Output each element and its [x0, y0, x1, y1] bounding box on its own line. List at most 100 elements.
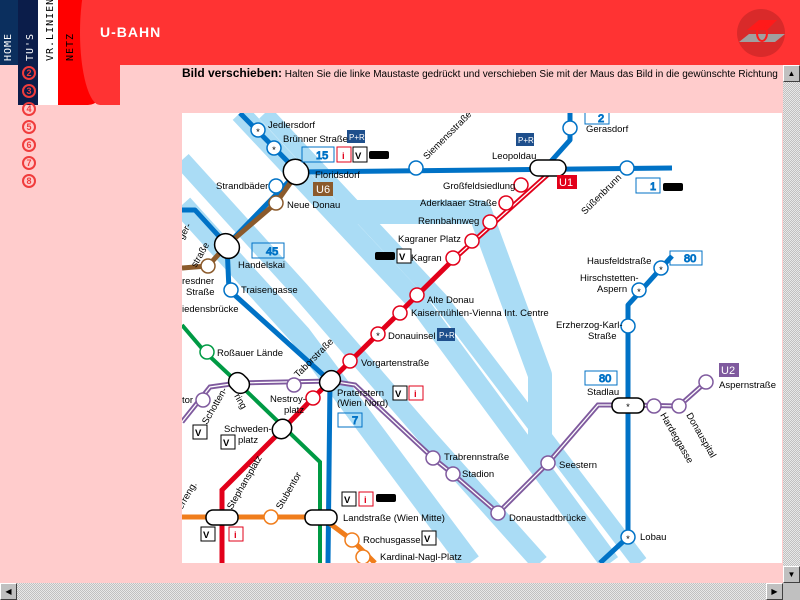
station-label[interactable]: Jedlersdorf: [268, 120, 315, 131]
station-label[interactable]: Neue Donau: [287, 200, 340, 211]
station-label[interactable]: Stadlau: [587, 387, 619, 398]
header-band: [80, 0, 120, 105]
scroll-left-button[interactable]: ◀: [0, 583, 17, 600]
vertical-scrollbar[interactable]: ▲ ▼: [783, 65, 800, 583]
station-label[interactable]: ring: [231, 392, 248, 411]
river-band: [259, 113, 647, 563]
station-label[interactable]: Leopoldau: [492, 151, 536, 162]
station-label[interactable]: Handelskai: [238, 260, 285, 271]
park-ride-icon: P+R: [518, 136, 534, 145]
station-label[interactable]: Hausfeldstraße: [587, 256, 651, 267]
s80-badge: 80: [684, 253, 696, 265]
station-label[interactable]: Vorgartenstraße: [361, 358, 429, 369]
station-label[interactable]: Seestern: [559, 460, 597, 471]
wiener-linien-logo[interactable]: [733, 8, 789, 58]
station-label[interactable]: Brünner Straße: [283, 134, 348, 145]
station-label[interactable]: Stadion: [462, 469, 494, 480]
tab-tus[interactable]: TU'S: [25, 32, 36, 61]
station-label[interactable]: Kardinal-Nagl-Platz: [380, 552, 462, 563]
station-label[interactable]: Donaustadtbrücke: [509, 513, 586, 524]
station-label[interactable]: Donauinsel: [388, 331, 436, 342]
s1-badge: 1: [650, 181, 656, 193]
station-label[interactable]: Roßauer Lände: [217, 348, 283, 359]
horizontal-scrollbar[interactable]: ◀ ▶: [0, 583, 783, 600]
station-label[interactable]: Rennbahnweg: [418, 216, 479, 227]
station-label[interactable]: Kaisermühlen-Vienna Int. Centre: [411, 308, 549, 319]
station-label[interactable]: (Wien Nord): [337, 398, 388, 409]
station-label[interactable]: Gerasdorf: [586, 124, 629, 135]
station-label[interactable]: Alte Donau: [427, 295, 474, 306]
station-label[interactable]: resdner: [182, 276, 214, 287]
station-label[interactable]: Praterstern: [337, 388, 384, 399]
station-label[interactable]: Rochusgasse: [363, 535, 421, 546]
page-title: U-BAHN: [100, 24, 162, 40]
stations: [195, 120, 714, 563]
scroll-up-button[interactable]: ▲: [783, 65, 800, 82]
ticket-v-icon: V: [344, 495, 351, 506]
info-icon: i: [414, 389, 417, 400]
station-label[interactable]: platz: [284, 405, 304, 416]
station-label[interactable]: Großfeldsiedlung: [443, 181, 515, 192]
station-label[interactable]: erreng.: [182, 480, 200, 512]
s80-badge: 80: [599, 373, 611, 385]
sidebar-item-2[interactable]: 2: [22, 66, 36, 80]
info-icon: i: [364, 495, 367, 506]
alte-donau: [330, 200, 552, 460]
station-label[interactable]: Siemensstraße: [421, 113, 474, 162]
station-label[interactable]: Hirschstetten-: [580, 273, 639, 284]
station-label[interactable]: Stubentor: [274, 470, 304, 511]
station-label[interactable]: Trabrennstraße: [444, 452, 509, 463]
station-label[interactable]: Kagraner Platz: [398, 234, 461, 245]
instructions-text: Halten Sie die linke Maustaste gedrückt …: [282, 69, 778, 80]
station-label[interactable]: Aderklaaer Straße: [420, 198, 497, 209]
svg-text:*: *: [256, 127, 260, 138]
info-icon: i: [342, 151, 345, 162]
sidebar-item-8[interactable]: 8: [22, 174, 36, 188]
station-label[interactable]: Süßenbrunn: [579, 172, 624, 217]
star-markers: *******: [256, 127, 663, 545]
station-label[interactable]: Lobau: [640, 532, 666, 543]
sbahn-badges: 15 45 1 2 80 80 7: [251, 113, 703, 428]
tab-vr-linien[interactable]: VR.LINIEN: [45, 0, 56, 61]
sidebar-item-7[interactable]: 7: [22, 156, 36, 170]
ticket-v-icon: V: [355, 151, 362, 162]
instructions-heading: Bild verschieben:: [182, 66, 283, 80]
ticket-v-icon: V: [195, 428, 202, 439]
station-label[interactable]: Kagran: [411, 253, 442, 264]
station-label[interactable]: Schweden-: [224, 424, 272, 435]
s2-badge: 2: [598, 113, 604, 125]
station-label[interactable]: tor: [182, 395, 193, 406]
station-label[interactable]: Strandbäder: [216, 181, 268, 192]
bus-icon: [369, 151, 389, 159]
scrollbar-corner: [783, 583, 800, 600]
tab-home[interactable]: HOME: [3, 32, 14, 61]
map-canvas[interactable]: ******* U6 U1 U2 15 45 1 2 80 80 7 P+R P…: [182, 113, 782, 563]
sidebar-item-4[interactable]: 4: [22, 102, 36, 116]
subway-map[interactable]: ******* U6 U1 U2 15 45 1 2 80 80 7 P+R P…: [182, 113, 782, 563]
s15-badge: 15: [316, 150, 328, 162]
s7-badge: 7: [352, 415, 358, 427]
svg-text:*: *: [376, 331, 380, 342]
station-label[interactable]: Aspernstraße: [719, 380, 776, 391]
station-label[interactable]: Aspern: [597, 284, 627, 295]
station-label[interactable]: Straße: [186, 287, 215, 298]
sidebar-item-3[interactable]: 3: [22, 84, 36, 98]
station-label[interactable]: Traisengasse: [241, 285, 298, 296]
station-label[interactable]: iedensbrücke: [182, 304, 239, 315]
station-label[interactable]: Erzherzog-Karl-: [556, 320, 623, 331]
station-label[interactable]: Floridsdorf: [315, 170, 360, 181]
station-label[interactable]: Landstraße (Wien Mitte): [343, 513, 445, 524]
svg-text:*: *: [272, 145, 276, 156]
scroll-right-button[interactable]: ▶: [766, 583, 783, 600]
sidebar-item-5[interactable]: 5: [22, 120, 36, 134]
sidebar-item-6[interactable]: 6: [22, 138, 36, 152]
scroll-down-button[interactable]: ▼: [783, 566, 800, 583]
station-label[interactable]: platz: [238, 435, 258, 446]
info-icon: i: [234, 530, 237, 541]
ticket-v-icon: V: [424, 534, 431, 545]
station-label[interactable]: Nestroy-: [270, 394, 306, 405]
service-icons: P+R P+R P+R i V V V i V V V i V i V: [192, 130, 683, 546]
tab-netz[interactable]: NETZ: [65, 32, 76, 61]
park-ride-icon: P+R: [439, 331, 455, 340]
station-label[interactable]: Straße: [588, 331, 617, 342]
